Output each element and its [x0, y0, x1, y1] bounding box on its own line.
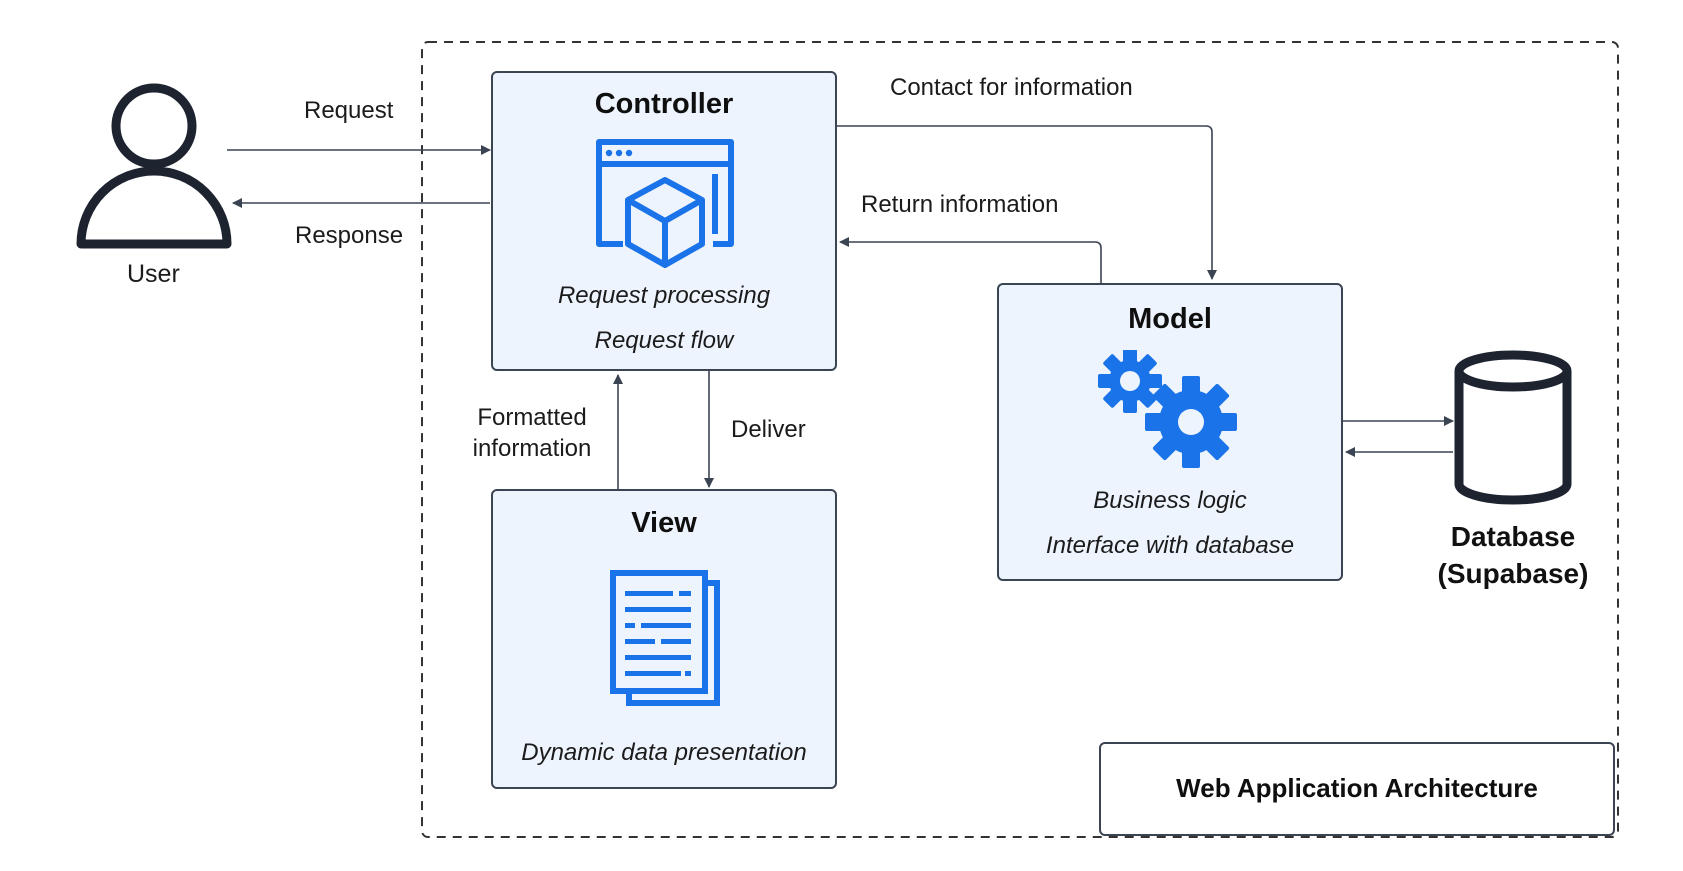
controller-title: Controller [594, 88, 734, 120]
user-label: User [127, 260, 180, 288]
formatted-information-label: Formatted information [472, 404, 592, 462]
return-arrow [839, 237, 1102, 283]
user-icon [76, 83, 232, 249]
architecture-label-box: Web Application Architecture [1099, 742, 1615, 836]
view-box: View Dynamic data presentation [491, 489, 837, 789]
application-boundary [421, 41, 1619, 838]
database-label-line-1: Database [1450, 521, 1576, 552]
database-label-line-2: (Supabase) [1437, 558, 1589, 589]
return-label: Return information [861, 191, 1059, 218]
response-label: Response [295, 222, 404, 249]
database-label: Database (Supabase) [1423, 518, 1603, 592]
gears-icon [1098, 350, 1237, 468]
view-title: View [631, 507, 697, 539]
controller-line-2: Request flow [594, 327, 734, 354]
model-line-2: Interface with database [1045, 532, 1295, 559]
request-label: Request [304, 97, 394, 124]
database-cylinder-icon [1454, 350, 1572, 505]
model-title: Model [1128, 303, 1212, 335]
architecture-label: Web Application Architecture [1176, 773, 1538, 803]
app-window-cube-icon [596, 139, 734, 268]
model-line-1: Business logic [1093, 487, 1247, 514]
documents-icon [610, 570, 720, 706]
model-box: Model [997, 283, 1343, 581]
contact-arrow [836, 125, 1217, 280]
deliver-label: Deliver [731, 416, 806, 443]
view-line-1: Dynamic data presentation [521, 739, 807, 766]
controller-line-1: Request processing [557, 282, 771, 309]
controller-box: Controller Request processing Request fl… [491, 71, 837, 371]
contact-label: Contact for information [890, 74, 1133, 101]
